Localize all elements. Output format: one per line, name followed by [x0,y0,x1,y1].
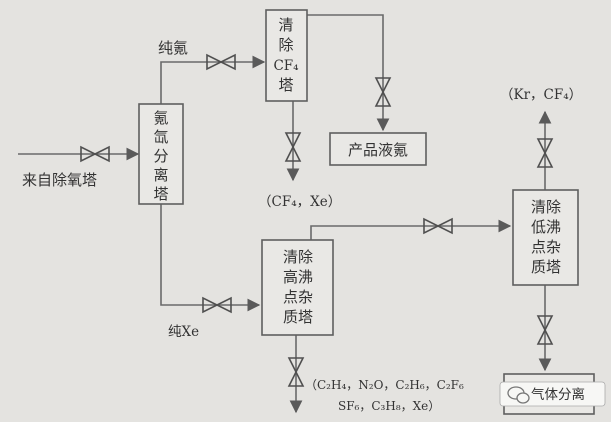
remove-high-boiling-column[interactable]: 清除 高沸 点杂 质塔 [261,239,334,336]
product-line [303,14,390,132]
watermark-text: 气体分离 [531,386,585,403]
low-col-line-1: 清除 [531,198,561,216]
heavy-out-valve[interactable] [287,357,305,387]
wechat-icon [507,386,530,404]
cf4-col-line-2: 除 [278,36,293,54]
watermark: 气体分离 [499,381,606,407]
low-bottom-valve[interactable] [536,315,554,345]
heavy-out-label-2: SF₆，C₃H₈，Xe） [338,399,440,413]
feed-valve[interactable] [80,145,110,163]
cf4-col-line-1: 清 [278,16,293,34]
product-krypton-valve[interactable] [374,77,392,107]
pure-krypton-label: 纯氪 [158,39,188,57]
cf4-xe-valve[interactable] [284,132,302,162]
product-liquid-krypton[interactable]: 产品液氪 [329,132,427,166]
pure-krypton-valve[interactable] [206,53,236,71]
high-col-line-2: 高沸 [283,268,313,286]
low-col-line-2: 低沸 [531,218,561,236]
high-to-low-line [310,219,512,240]
kr-xe-col-line-3: 分 [153,147,168,165]
product-liquid-krypton-label: 产品液氪 [348,141,408,159]
kr-xe-col-line-2: 氙 [153,128,168,146]
high-col-line-1: 清除 [283,248,313,266]
pure-xenon-line [160,204,261,312]
pure-krypton-line [160,55,266,104]
low-col-line-3: 点杂 [531,238,561,256]
pure-xenon-valve[interactable] [202,296,232,314]
high-col-line-4: 质塔 [283,308,313,326]
high-col-line-3: 点杂 [283,288,313,306]
low-col-line-4: 质塔 [531,258,561,276]
kr-xe-col-line-1: 氪 [153,109,168,127]
kr-cf4-label: （Kr，CF₄） [500,87,582,103]
kr-xe-col-line-5: 塔 [153,185,168,203]
feed-label: 来自除氧塔 [22,171,97,189]
high-to-low-valve[interactable] [423,217,453,235]
kr-cf4-valve[interactable] [536,138,554,168]
heavy-out-label-1: （C₂H₄，N₂O，C₂H₆，C₂F₆ [305,378,464,392]
cf4-col-line-4: 塔 [278,76,293,94]
kr-xe-separation-column[interactable]: 氪 氙 分 离 塔 [138,103,184,205]
remove-low-boiling-column[interactable]: 清除 低沸 点杂 质塔 [512,189,579,286]
cf4-col-line-3: CF₄ [273,58,298,74]
cf4-xe-label: （CF₄，Xe） [258,194,341,210]
remove-cf4-column[interactable]: 清 除 CF₄ 塔 [265,9,308,102]
pure-xenon-label: 纯Xe [168,324,199,340]
kr-xe-col-line-4: 离 [153,166,168,184]
